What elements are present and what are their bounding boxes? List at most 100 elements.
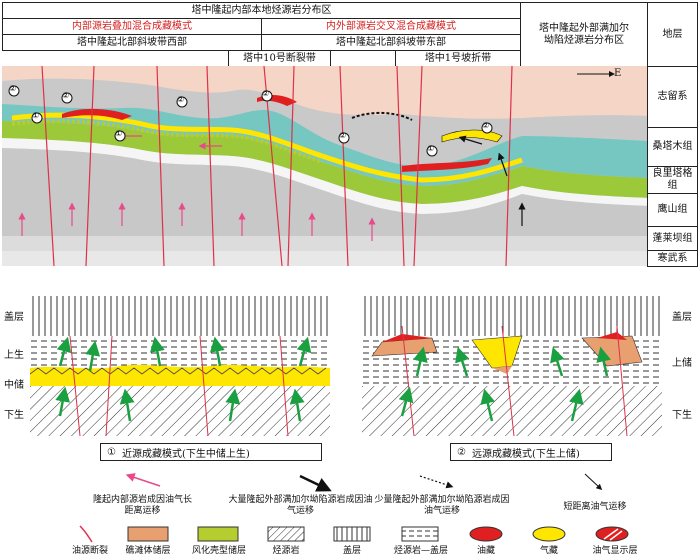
pink-arrow-icon [125,473,161,487]
legend-text: 隆起内部源岩成因油气长距离运移 [92,495,192,516]
model1-num: ① [107,446,116,458]
zone-east-text: 塔中隆起北部斜坡带东部 [336,36,446,48]
oil-show [351,112,413,121]
fault-10-zone: 塔中10号断裂带 [228,50,331,67]
fault-1-zone: 塔中1号坡折带 [395,50,521,67]
header-top-title-text: 塔中隆起内部本地烃源岩分布区 [191,4,332,16]
strata-column: 志留系 桑塔木组 良里塔格组 鹰山组 蓬莱坝组 寒武系 [647,66,698,267]
strata-header: 地层 [647,2,698,67]
gas-swatch [532,526,566,542]
model-near-source [30,296,330,436]
legend-text: 大量隆起外部满加尔坳陷源岩成因油气运移 [228,495,373,516]
fault-1-text: 塔中1号坡折带 [424,52,492,64]
fault-10-text: 塔中10号断裂带 [243,52,316,64]
source-rock-swatch [267,526,305,542]
strata-cambrian: 寒武系 [647,250,698,267]
marker-number: ② [262,89,270,98]
outer-zone: 塔中隆起外部满加尔坳陷烃源岩分布区 [520,2,648,67]
black-arrow-icon [299,474,332,492]
zone-west-text: 塔中隆起北部斜坡带西部 [77,36,187,48]
strata-header-text: 地层 [662,28,683,40]
strata-name: 志留系 [657,91,688,102]
cambrian-layer [2,251,648,266]
marker-number: ① [32,111,40,120]
overburden-layer [2,66,648,119]
oil-swatch [469,526,503,542]
mode-left-title: 内部源岩叠加混合成藏模式 [2,18,262,35]
strata-lianglitage: 良里塔格组 [647,166,698,194]
model1-label-upper: 上生 [4,350,24,361]
oil-reservoir [382,334,432,342]
marker-number: ② [177,95,185,104]
source-cap-swatch [401,526,439,542]
model1-label-mid: 中储 [4,380,24,391]
mode-right-title: 内外部源岩交叉混合成藏模式 [261,18,521,35]
legend-swatch-label: 油源断裂 [71,546,108,556]
model1-caption: 近源成藏模式(下生中储上生) [121,448,250,460]
strata-name: 鹰山组 [657,204,688,215]
strata-name: 良里塔格组 [652,168,693,191]
oil-reservoir [597,332,627,340]
model1-label-lower: 下生 [4,410,24,421]
marker-number: ① [115,129,123,138]
migration-arrows-external [458,135,526,226]
fault-swatch [79,525,93,543]
marker-number: ② [62,91,70,100]
model2-label-upper: 上储 [672,358,692,369]
model1-label-cap: 盖层 [4,312,24,323]
strata-name: 蓬莱坝组 [652,232,693,244]
cap-rock-swatch [333,526,371,542]
reef-swatch [127,526,169,542]
model-far-source [362,296,662,436]
strata-sangtamu: 桑塔木组 [647,127,698,167]
dashed-arrow-icon [419,475,454,489]
legend-swatch-label: 风化壳型储层 [191,546,246,556]
marker-number: ② [482,121,490,130]
thin-arrow-icon [584,473,603,491]
sangtamu-layer [2,104,648,186]
strata-name: 寒武系 [657,252,688,264]
header-top-title: 塔中隆起内部本地烃源岩分布区 [2,2,521,19]
model2-label-cap: 盖层 [672,312,692,323]
zone-east: 塔中隆起北部斜坡带东部 [261,34,521,51]
model-markers [8,85,493,157]
strata-penglaiba: 蓬莱坝组 [647,226,698,251]
strata-name: 桑塔木组 [652,141,693,152]
marker-number: ② [9,84,17,93]
cross-section [2,66,648,266]
legend-swatch-label: 气藏 [539,546,558,556]
lianglitage-layer [2,121,648,204]
legend-swatches [79,525,629,543]
penglaiba-layer [2,236,648,251]
zone-west: 塔中隆起北部斜坡带西部 [2,34,262,51]
marker-number: ① [427,144,435,153]
mode-right-text: 内外部源岩交叉混合成藏模式 [326,20,456,32]
migration-arrows-internal [18,132,376,241]
mode-left-text: 内部源岩叠加混合成藏模式 [72,20,192,32]
legend-arrow-icons [125,473,603,492]
model2-caption: 远源成藏模式(下生上储) [471,448,580,460]
legend-swatch-label: 礁滩体储层 [125,546,171,556]
model2-label-lower: 下生 [672,410,692,421]
legend-swatch-label: 油气显示层 [592,546,638,556]
oil-reservoir [62,108,132,120]
oil-reservoir [402,158,492,172]
legend-text: 少量隆起外部满加尔坳陷源岩成因油气运移 [374,495,510,516]
legend-swatch-label: 烃源岩—盖层 [393,546,448,556]
east-label: E [614,68,622,79]
legend-swatch-label: 盖层 [342,546,361,556]
model2-num: ② [457,446,466,458]
model1-caption-box: ① 近源成藏模式(下生中储上生) [100,443,322,461]
marker-number: ② [339,131,347,140]
model2-caption-box: ② 远源成藏模式(下生上储) [450,443,612,461]
legend-text: 短距离油气运移 [563,502,627,512]
outer-zone-text: 塔中隆起外部满加尔坳陷烃源岩分布区 [539,22,629,46]
silurian-layer [2,78,648,166]
source-faults [41,66,513,266]
yingshan-layer [2,148,648,236]
strata-silurian: 志留系 [647,66,698,128]
strata-yingshan: 鹰山组 [647,193,698,227]
legend-swatch-label: 油藏 [476,546,495,556]
weathered-swatch [197,526,239,542]
legend-swatch-label: 烃源岩 [272,546,300,556]
